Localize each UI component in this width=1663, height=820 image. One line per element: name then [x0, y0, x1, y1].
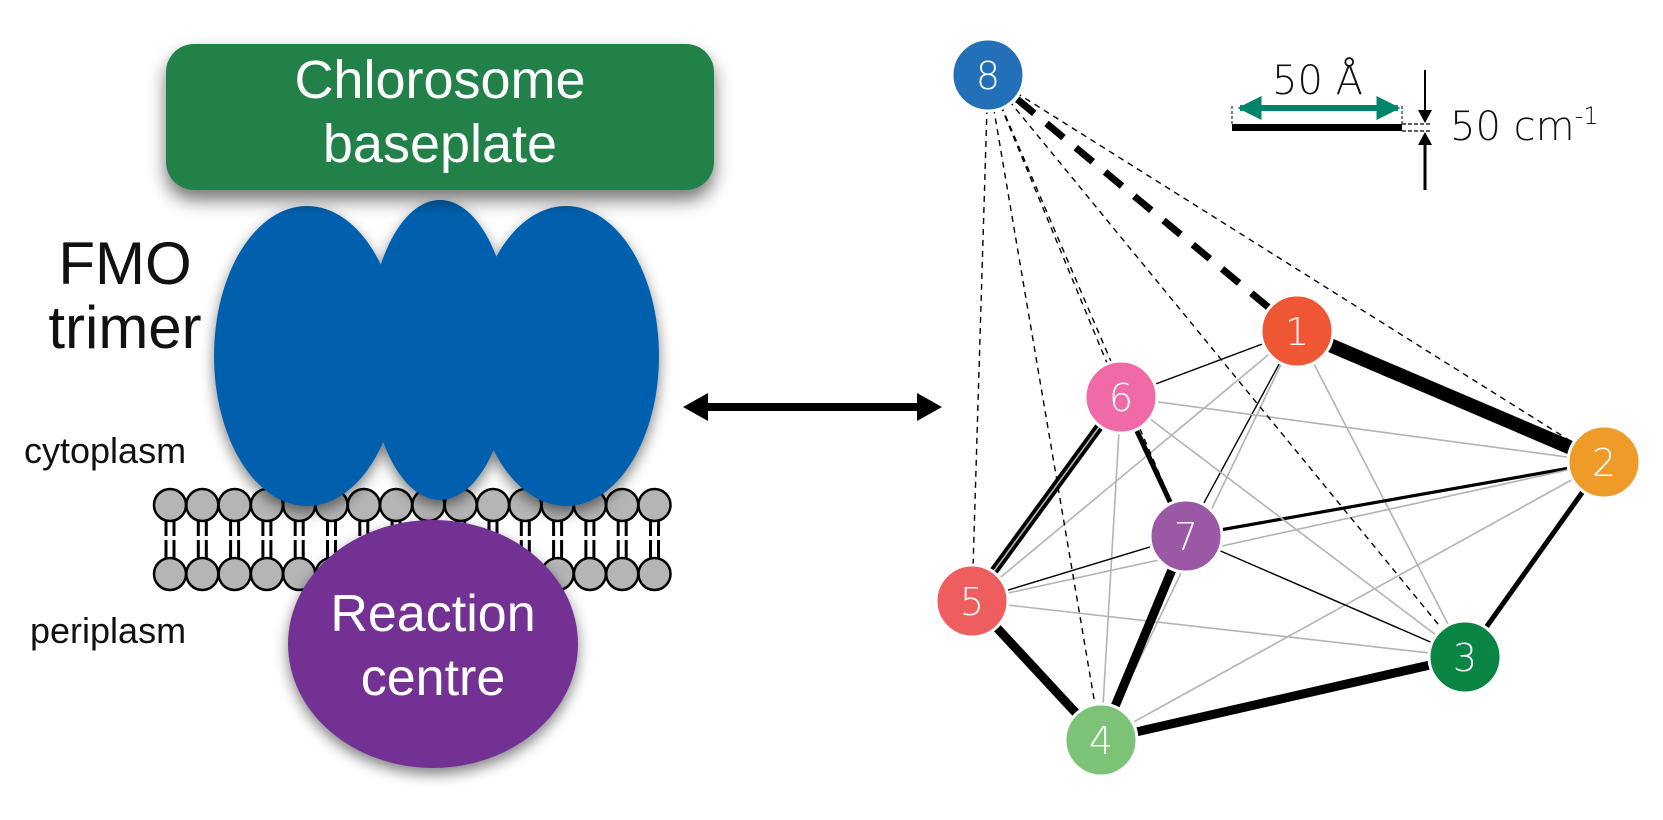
distance-scale-label: 50 Å: [1272, 56, 1363, 104]
down-arrowhead-icon: [1418, 110, 1432, 123]
periplasm-label: periplasm: [30, 610, 187, 651]
baseplate-label-line1: Chlorosome: [294, 50, 586, 110]
node-circle: [1566, 424, 1642, 500]
cytoplasm-label: cytoplasm: [24, 430, 187, 471]
lipid-molecule: [572, 487, 608, 592]
lipid-head: [217, 487, 252, 523]
chlorosome-baseplate: [166, 44, 714, 190]
fmo-label-line1: FMO: [58, 230, 192, 297]
edge-8-7: [987, 74, 1187, 537]
lipid-head: [185, 556, 220, 592]
edge-8-6: [987, 74, 1122, 398]
fmo-label-line2: trimer: [48, 294, 202, 361]
edge-8-5: [971, 74, 989, 602]
edge-1-3: [1296, 330, 1466, 658]
edge-3-5: [971, 600, 1466, 658]
membrane-panel: [152, 44, 714, 768]
node-label: 3: [1453, 636, 1477, 680]
lipid-head: [604, 556, 640, 592]
reaction-centre-line2: centre: [360, 649, 506, 707]
edge-2-7: [1185, 460, 1605, 538]
node-label: 4: [1089, 719, 1113, 763]
lipid-head: [572, 556, 608, 592]
edge-2-4: [1100, 461, 1605, 741]
lipid-head: [378, 487, 414, 523]
fmo-monomer-right: [473, 206, 659, 506]
lipid-molecule: [185, 487, 220, 592]
node-circle: [934, 563, 1010, 639]
node-circle: [1083, 359, 1159, 435]
edge-8-4: [987, 74, 1102, 741]
node-label: 6: [1109, 376, 1133, 420]
node-label: 8: [976, 54, 1000, 98]
node-7: 7: [1148, 498, 1224, 574]
edge-1-2: [1294, 324, 1607, 469]
edge-2-6: [1120, 396, 1605, 463]
fmo-monomer-left: [214, 206, 400, 506]
edge-1-5: [971, 330, 1298, 602]
lipid-molecule: [217, 487, 252, 592]
lipid-head: [346, 487, 382, 523]
edge-8-1: [985, 72, 1300, 334]
fmo-trimer: [214, 200, 659, 506]
coupling-scale-bar: [1232, 124, 1402, 131]
edge-2-5: [971, 461, 1605, 602]
node-circle: [1148, 498, 1224, 574]
lipid-molecule: [637, 487, 672, 592]
lipid-molecule: [249, 487, 285, 592]
coupling-edges: [968, 72, 1607, 745]
lipid-head: [637, 487, 672, 523]
node-1: 1: [1259, 293, 1335, 369]
lipid-molecule: [604, 487, 640, 592]
up-arrowhead-icon: [1418, 132, 1432, 145]
edge-6-5: [971, 396, 1122, 602]
lipid-molecule: [152, 487, 188, 592]
edge-8-3: [987, 74, 1466, 658]
node-4: 4: [1063, 702, 1139, 778]
double-arrow-icon: [683, 393, 942, 421]
edge-3-7: [1185, 535, 1466, 658]
lipid-head: [604, 487, 640, 523]
coupling-scale-superscript: -1: [1575, 102, 1599, 130]
edge-8-2: [987, 74, 1605, 463]
node-circle: [1427, 619, 1503, 695]
node-3: 3: [1427, 619, 1503, 695]
lipid-head: [217, 556, 252, 592]
node-circle: [950, 37, 1026, 113]
node-label: 5: [960, 580, 984, 624]
node-circle: [1063, 702, 1139, 778]
coupling-scale-label: 50 cm: [1450, 104, 1575, 150]
lipid-head: [152, 487, 188, 523]
node-label: 1: [1285, 310, 1309, 354]
fmo-trimer-label: FMO trimer: [40, 232, 210, 360]
svg-text:50 cm-1: 50 cm-1: [1450, 102, 1599, 150]
edge-3-6: [1120, 396, 1466, 658]
node-8: 8: [950, 37, 1026, 113]
reaction-centre: [288, 520, 578, 768]
node-5: 5: [934, 563, 1010, 639]
reaction-centre-label: Reaction centre: [290, 582, 576, 710]
edge-4-6: [1100, 396, 1122, 741]
scale-legend: 50 Å 50 cm-1: [1231, 56, 1599, 190]
edge-2-3: [1462, 460, 1607, 659]
node-circle: [1259, 293, 1335, 369]
fmo-monomer-middle: [368, 200, 512, 500]
node-6: 6: [1083, 359, 1159, 435]
lipid-head: [637, 556, 672, 592]
pigment-nodes: 1 2 3 4 5 6 7 8: [934, 37, 1642, 778]
lipid-head: [152, 556, 188, 592]
lipid-head: [475, 487, 511, 523]
reaction-centre-line1: Reaction: [330, 585, 536, 643]
baseplate-label-line2: baseplate: [322, 114, 558, 174]
edge-3-4: [1099, 652, 1467, 745]
node-2: 2: [1566, 424, 1642, 500]
lipid-head: [185, 487, 220, 523]
node-label: 7: [1174, 515, 1198, 559]
edge-1-7: [1185, 330, 1298, 537]
baseplate-label: Chlorosome baseplate: [166, 48, 714, 176]
lipid-head: [249, 556, 285, 592]
node-label: 2: [1592, 441, 1616, 485]
